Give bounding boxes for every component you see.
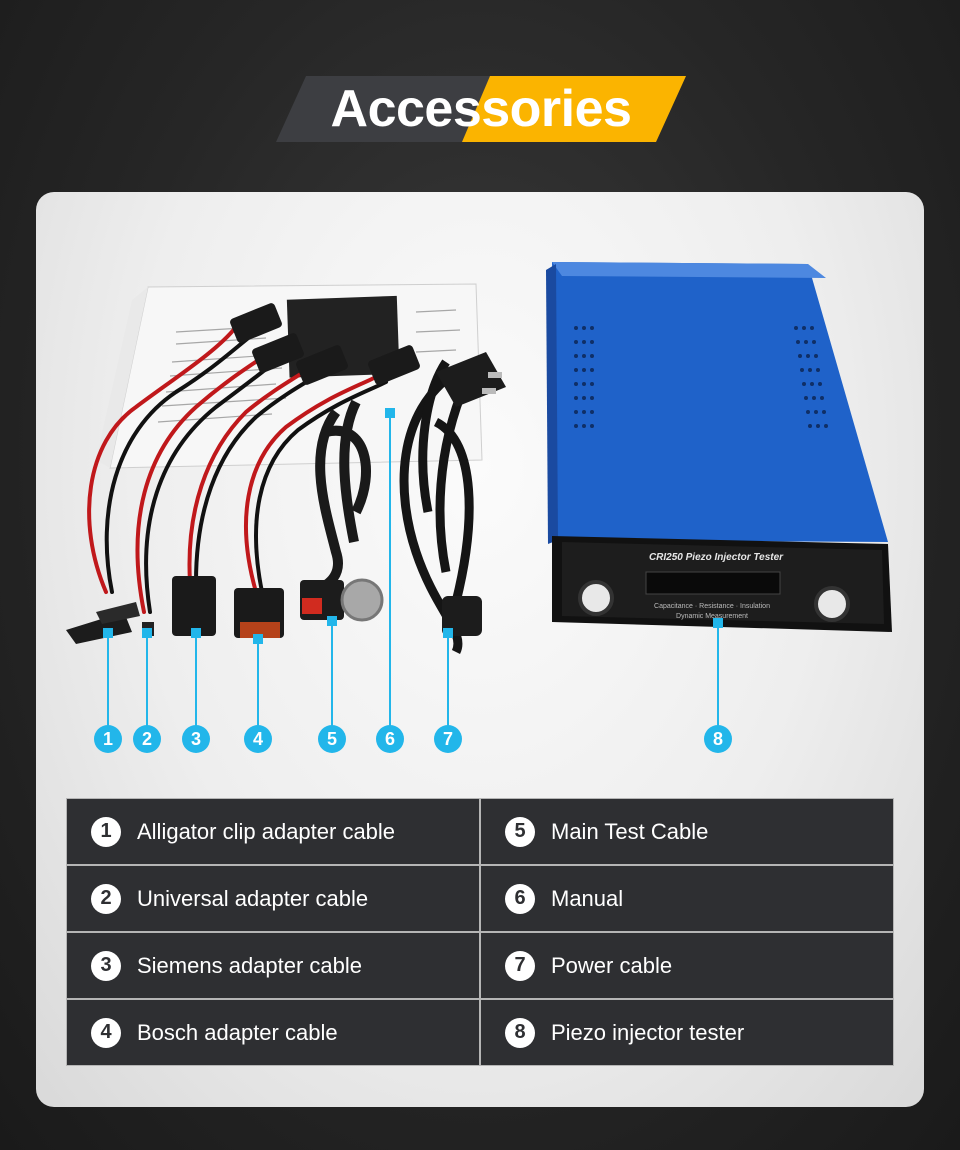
item-number: 3 <box>91 950 121 981</box>
badge-7: 7 <box>434 725 462 753</box>
item-label: Bosch adapter cable <box>137 1019 338 1045</box>
table-cell: 8 Piezo injector tester <box>481 1000 893 1065</box>
badge-3: 3 <box>182 725 210 753</box>
badge-1: 1 <box>94 725 122 753</box>
table-cell: 4 Bosch adapter cable <box>67 1000 479 1065</box>
table-cell: 5 Main Test Cable <box>481 799 893 864</box>
device-label: CRI250 Piezo Injector Tester <box>649 552 784 563</box>
table-cell: 1 Alligator clip adapter cable <box>67 799 479 864</box>
table-cell: 7 Power cable <box>481 933 893 998</box>
piezo-tester-device: CRI250 Piezo Injector Tester Capacitance… <box>546 262 892 632</box>
pointer-lines <box>107 412 719 728</box>
item-number: 5 <box>505 816 535 847</box>
device-line-1: Capacitance · Resistance · Insulation <box>654 603 770 610</box>
item-number: 6 <box>505 883 535 914</box>
badge-2: 2 <box>133 725 161 753</box>
table-cell: 2 Universal adapter cable <box>67 866 479 931</box>
item-number: 8 <box>505 1017 535 1048</box>
title-part-1: Acces <box>330 80 482 138</box>
badge-5: 5 <box>318 725 346 753</box>
item-number: 4 <box>91 1017 121 1048</box>
item-label: Universal adapter cable <box>137 885 369 911</box>
accessories-table: 1 Alligator clip adapter cable 5 Main Test… <box>66 798 894 1066</box>
item-label: Main Test Cable <box>551 818 709 844</box>
table-cell: 6 Manual <box>481 866 893 931</box>
badge-8: 8 <box>704 725 732 753</box>
title-banner-shape <box>276 76 686 142</box>
power-iec-plug <box>442 596 482 636</box>
table-cell: 3 Siemens adapter cable <box>67 933 479 998</box>
badge-6: 6 <box>376 725 404 753</box>
product-photo: CRI250 Piezo Injector Tester Capacitance… <box>66 262 892 728</box>
product-panel: CRI250 Piezo Injector Tester Capacitance… <box>36 192 924 1107</box>
main-cable-round-plug <box>340 578 384 622</box>
item-number: 7 <box>505 950 535 981</box>
title-part-2: sories <box>481 80 632 138</box>
item-label: Alligator clip adapter cable <box>137 818 396 844</box>
pointer-markers <box>103 408 723 644</box>
item-number: 2 <box>91 883 121 914</box>
item-label: Power cable <box>551 952 673 978</box>
item-number: 1 <box>91 816 121 847</box>
device-line-2: Dynamic Measurement <box>676 613 748 620</box>
item-label: Siemens adapter cable <box>137 952 363 978</box>
connector-heads <box>230 303 420 385</box>
bosch-connector-seal <box>240 622 280 638</box>
item-label: Manual <box>551 885 624 911</box>
badge-4: 4 <box>244 725 272 753</box>
main-cable-connector-red <box>302 598 322 614</box>
siemens-connector <box>172 576 216 636</box>
item-label: Piezo injector tester <box>551 1019 745 1045</box>
